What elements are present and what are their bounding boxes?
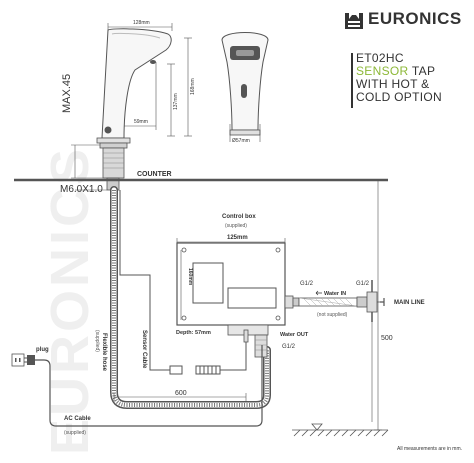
water-out-label: Water OUT [280,332,309,338]
main-line-label: MAIN LINE [394,300,425,306]
sensor-cable-label: Sensor Cable [141,330,147,369]
plug-icon [24,355,35,365]
g12-left-label: G1/2 [300,281,314,287]
model-divider [351,53,353,108]
g12-right-label: G1/2 [356,281,370,287]
water-in-arrow [315,290,322,296]
model-block: ET02HC SENSOR TAP WITH HOT & COLD OPTION [356,52,468,104]
flexible-hose-label: Flexible hose [101,333,107,372]
water-in-label: Water IN [324,291,346,297]
power-outlet [11,353,25,367]
counter-label: COUNTER [137,171,172,178]
flexible-hose-supplied: (supplied) [94,330,100,352]
dim-hose-length: 600 [175,390,187,397]
hose-length-dimension [113,393,247,401]
dim-total-height: 168mm [190,78,196,95]
dim-reach: 59mm [134,119,148,125]
model-line-3: WITH HOT & [356,77,430,91]
model-line-2: SENSOR TAP [356,65,468,78]
model-sensor-word: SENSOR [356,64,409,78]
dim-max-deck: MAX.45 [61,74,73,113]
ac-cable [35,345,263,427]
brand-name: EURONICS [368,9,462,28]
sensor-cable [119,190,247,375]
control-box-supplied: (supplied) [225,223,247,229]
footnote: All measurements are in mm. [397,446,462,452]
dim-top-width: 128mm [133,20,150,26]
box-dimension-lines [176,238,286,320]
dim-body-height: 137mm [173,93,179,110]
dim-box-depth: Depth: 57mm [176,330,211,336]
water-inlet [284,280,385,322]
dim-box-width: 125mm [227,235,248,241]
not-supplied-label: (not supplied) [317,312,348,318]
dim-box-height: 160mm [187,268,193,286]
g12-out-label: G1/2 [282,344,296,350]
faucet-dimensions [71,23,192,191]
ac-cable-supplied: (supplied) [64,430,86,436]
control-box [176,242,286,358]
model-tap-word: TAP [408,64,436,78]
dim-drop-height: 500 [381,335,393,342]
model-code: ET02HC [356,51,404,65]
dim-base-diameter: Ø57mm [232,138,250,144]
euronics-logo-icon [345,13,363,29]
ground-line [292,423,389,437]
model-line-4: COLD OPTION [356,90,442,104]
control-box-label: Control box [222,214,256,220]
faucet-side-view [96,28,172,191]
plug-label: plug [36,347,49,353]
ac-cable-label: AC Cable [64,416,91,422]
faucet-front-view [221,32,269,142]
dim-thread: M6.0X1.0 [60,184,103,195]
